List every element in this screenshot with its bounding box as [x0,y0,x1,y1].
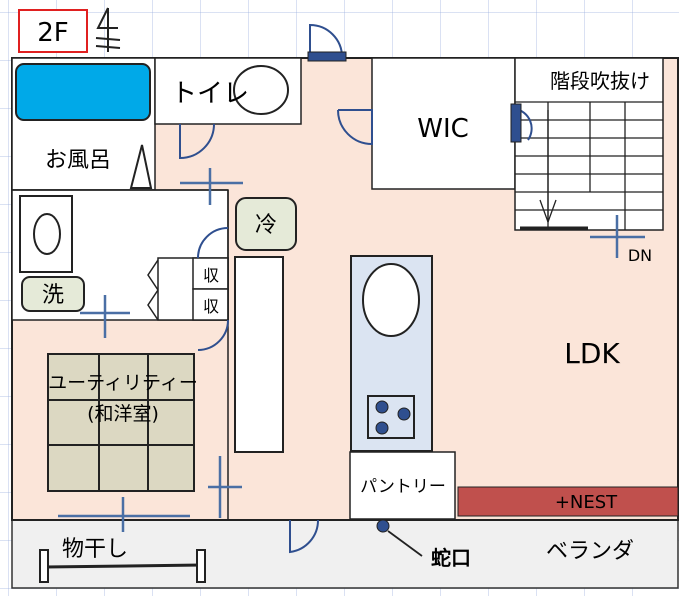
washer-label: 洗 [42,283,64,308]
kitchen-counter [234,256,284,453]
dimension-marks [58,168,645,532]
bath-faucet-icon [129,144,153,189]
toilet-label: トイレ [171,79,249,109]
faucet-leader-line [387,530,423,557]
stair-void [514,57,664,231]
utility-label: ユーティリティー [48,372,198,394]
storage-top-label: 収 [203,266,219,285]
ldk-label: LDK [564,337,620,370]
faucet-label: 蛇口 [431,546,471,570]
tatami-mats [47,353,195,492]
drying-label: 物干し [62,537,128,562]
kitchen-sink [362,263,420,337]
utility-sublabel: (和洋室) [87,403,159,425]
nest-label: +NEST [555,492,618,513]
dn-label: DN [628,246,652,265]
bath-label: お風呂 [45,148,111,173]
storage-bottom [192,288,229,321]
bathtub [15,63,151,121]
wic-door-panel [510,103,522,143]
wic-label: WIC [417,114,469,144]
washer [21,276,85,312]
toilet-bowl [233,65,289,115]
storage-bottom-label: 収 [203,297,219,316]
drying-pole [39,549,206,583]
nest-bar [457,486,679,517]
entry-door-panel [307,51,347,62]
fridge-label: 冷 [255,213,277,238]
veranda-label: ベランダ [546,539,634,564]
pantry-room [349,451,456,520]
stair-void-label: 階段吹抜け [550,69,650,93]
storage-folding-doors [147,259,159,321]
north-arrow-icon [95,7,121,52]
faucet-icon [376,519,390,533]
floor-badge-label: 2F [37,18,69,48]
burner-icon [375,421,389,435]
interior-walls [12,189,229,520]
stair-steps [515,101,663,230]
burner-icon [375,400,389,414]
sink-basin [33,213,61,255]
burner-icon [397,407,411,421]
floor-badge [18,9,88,53]
pantry-label: パントリー [360,477,446,497]
fridge [235,197,297,251]
wic-room [371,57,516,190]
